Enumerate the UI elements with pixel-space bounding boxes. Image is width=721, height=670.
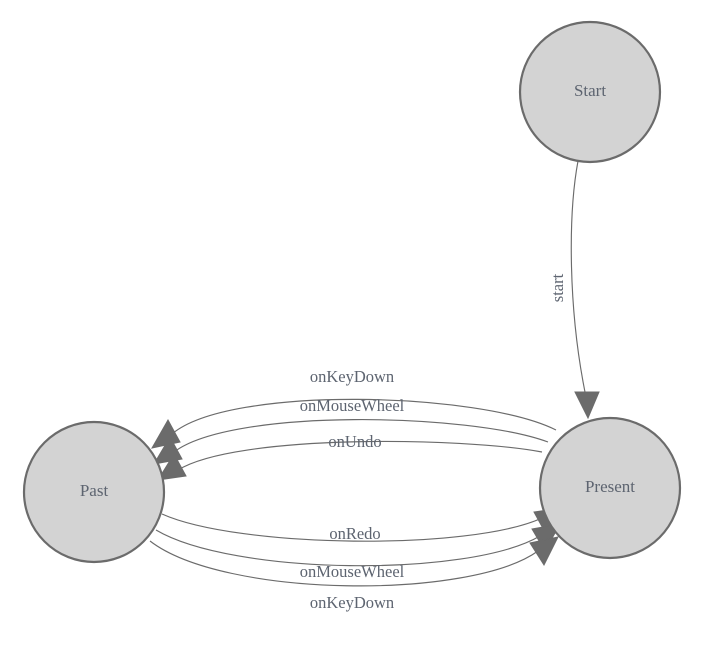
edge-past-to-present-onkeydown-path bbox=[149, 540, 539, 587]
node-past-circle bbox=[22, 420, 166, 564]
edge-start-to-present-path bbox=[570, 160, 587, 398]
edge-label-past-present-onkeydown: onKeyDown bbox=[310, 593, 394, 612]
edge-past-to-present-onmousewheel[interactable]: onMouseWheel bbox=[155, 523, 561, 581]
edge-label-past-present-onmousewheel: onMouseWheel bbox=[300, 562, 405, 581]
node-start[interactable]: Start bbox=[518, 20, 662, 164]
node-start-label: Start bbox=[574, 81, 606, 100]
edge-start-to-present-arrowhead bbox=[574, 391, 600, 420]
node-present-label: Present bbox=[585, 477, 635, 496]
edge-present-to-past-onmousewheel[interactable]: onMouseWheel bbox=[153, 396, 549, 465]
edge-label-present-past-onkeydown: onKeyDown bbox=[310, 367, 394, 386]
edge-past-to-present-onkeydown[interactable]: onKeyDown bbox=[149, 536, 559, 612]
edge-present-to-past-onundo-arrowhead bbox=[157, 453, 187, 481]
node-past[interactable]: Past bbox=[22, 420, 166, 564]
edge-start-to-present[interactable]: start bbox=[548, 160, 600, 420]
edge-label-past-present-onredo: onRedo bbox=[329, 524, 380, 543]
edge-present-to-past-onundo-path bbox=[177, 440, 543, 471]
node-present-circle bbox=[538, 416, 682, 560]
edge-present-to-past-onkeydown-path bbox=[171, 398, 557, 435]
edge-past-to-present-onredo[interactable]: onRedo bbox=[161, 507, 563, 543]
edge-past-to-present-onredo-path bbox=[161, 513, 543, 542]
edge-label-present-past-onmousewheel: onMouseWheel bbox=[300, 396, 405, 415]
edge-past-to-present-onmousewheel-path bbox=[155, 529, 541, 567]
edge-label-present-past-onundo: onUndo bbox=[328, 432, 381, 451]
edge-present-to-past-onundo[interactable]: onUndo bbox=[157, 432, 543, 481]
edge-label-start: start bbox=[548, 273, 567, 302]
edge-past-to-present-onkeydown-arrowhead bbox=[529, 536, 559, 567]
edge-past-to-present-onmousewheel-arrowhead bbox=[531, 523, 561, 553]
edge-present-to-past-onkeydown[interactable]: onKeyDown bbox=[151, 367, 557, 449]
node-present[interactable]: Present bbox=[538, 416, 682, 560]
node-past-label: Past bbox=[80, 481, 109, 500]
edge-present-to-past-onmousewheel-path bbox=[173, 419, 549, 453]
node-start-circle bbox=[518, 20, 662, 164]
